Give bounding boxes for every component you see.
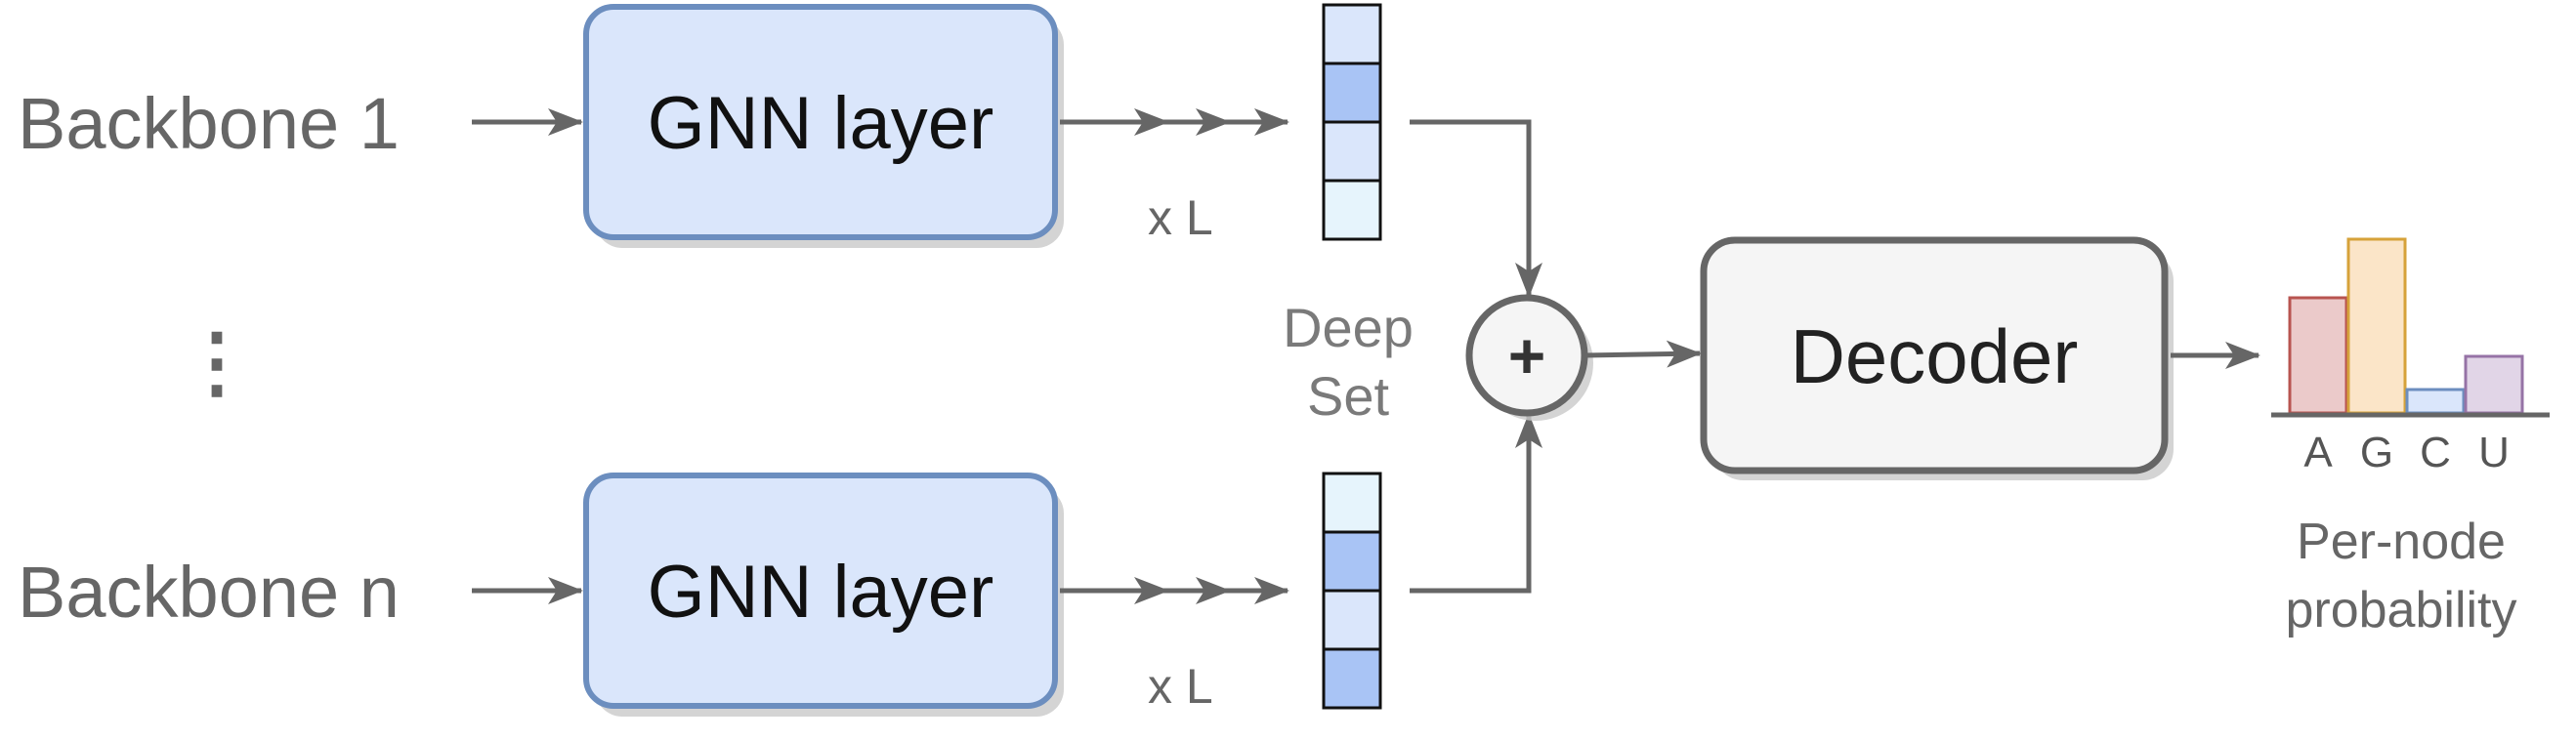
- embedding-1-cell: [1322, 62, 1382, 124]
- probability-bar-g: [2346, 237, 2407, 415]
- gnn-layer-n-box: GNN layer: [583, 473, 1064, 717]
- sum-node: +: [1465, 294, 1593, 421]
- embedding-vector-n: [1322, 472, 1382, 710]
- backbone-n-label: Backbone n: [18, 552, 400, 633]
- repeat-label-1: x L: [1148, 190, 1213, 245]
- gnn-layer-n-label: GNN layer: [648, 551, 994, 634]
- embedding-n-cell: [1322, 530, 1382, 593]
- probability-bar-u: [2464, 354, 2524, 415]
- decoder-label: Decoder: [1791, 313, 2079, 399]
- embedding-1-cell: [1322, 120, 1382, 183]
- backbone-n-row: Backbone n GNN layer x L: [18, 413, 1542, 717]
- output-caption-line2: probability: [2285, 582, 2516, 638]
- embedding-n-cell: [1322, 647, 1382, 710]
- gnn-layer-1-label: GNN layer: [648, 82, 994, 165]
- decoder-box: Decoder: [1700, 236, 2174, 480]
- embedding-n-cell: [1322, 472, 1382, 534]
- backbone-1-row: Backbone 1 GNN layer x L: [18, 3, 1542, 298]
- plus-icon: +: [1508, 319, 1546, 391]
- vertical-ellipsis-icon: ⋮: [178, 318, 256, 405]
- probability-bar-a: [2288, 296, 2348, 415]
- embedding-n-to-sum-arrow: [1410, 413, 1542, 594]
- output-caption-line1: Per-node: [2297, 514, 2506, 570]
- probability-bar-label-u: U: [2478, 429, 2510, 476]
- embedding-vector-1: [1322, 3, 1382, 241]
- sum-to-decoder-arrow: [1584, 340, 1702, 368]
- probability-bar-label-g: G: [2360, 429, 2393, 476]
- deep-set-label-line2: Set: [1307, 365, 1389, 427]
- embedding-1-to-sum-arrow: [1410, 119, 1542, 298]
- deep-set-label-line1: Deep: [1283, 297, 1414, 358]
- probability-bar-c: [2405, 388, 2466, 415]
- repeat-label-n: x L: [1148, 659, 1213, 714]
- embedding-1-cell: [1322, 3, 1382, 65]
- probability-bar-label-a: A: [2303, 429, 2333, 476]
- probability-bars: [2288, 237, 2524, 415]
- gnn-layer-1-box: GNN layer: [583, 4, 1064, 248]
- embedding-n-cell: [1322, 589, 1382, 651]
- embedding-1-cell: [1322, 179, 1382, 241]
- backbone-1-label: Backbone 1: [18, 83, 400, 164]
- probability-bar-label-c: C: [2420, 429, 2451, 476]
